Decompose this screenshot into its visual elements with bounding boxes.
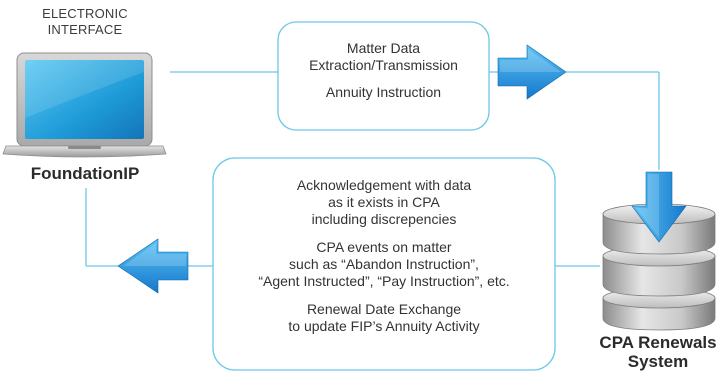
right-node-title-line1: CPA Renewals — [599, 333, 717, 352]
top-flow-box — [277, 21, 490, 131]
bottom-box-p2-line3: “Agent Instructed”, “Pay Instruction”, e… — [258, 273, 510, 289]
bottom-box-p2-line1: CPA events on matter — [316, 239, 452, 255]
top-box-line1: Matter Data — [346, 40, 421, 56]
bottom-box-p1-line1: Acknowledgement with data — [296, 177, 472, 193]
down-arrow-icon — [631, 171, 687, 243]
right-node-title-line2: System — [627, 352, 689, 371]
right-node-title: CPA Renewals System — [590, 333, 726, 371]
left-node-caption: ELECTRONIC INTERFACE — [0, 6, 170, 38]
bottom-box-paragraph-2: CPA events on matter such as “Abandon In… — [213, 239, 555, 290]
top-box-line2: Extraction/Transmission — [309, 57, 458, 73]
left-node-title: FoundationIP — [30, 164, 140, 183]
database-icon — [602, 203, 716, 331]
left-arrow-icon — [117, 238, 189, 294]
bottom-flow-box — [212, 157, 556, 371]
bottom-box-p2-line2: such as “Abandon Instruction”, — [289, 256, 479, 272]
bottom-box-p1-line2: as it exists in CPA — [328, 194, 440, 210]
bottom-box-p1-line3: including discrepencies — [311, 211, 457, 227]
bottom-box-paragraph-1: Acknowledgement with data as it exists i… — [213, 177, 555, 228]
left-node-caption-line1: ELECTRONIC — [42, 6, 128, 21]
bottom-box-p3-line2: to update FIP’s Annuity Activity — [288, 318, 480, 334]
left-node-caption-line2: INTERFACE — [47, 22, 123, 37]
right-arrow-icon — [497, 44, 567, 100]
top-box-text: Matter Data Extraction/Transmission Annu… — [278, 40, 489, 101]
bottom-box-paragraph-3: Renewal Date Exchange to update FIP’s An… — [213, 301, 555, 335]
bottom-box-p3-line1: Renewal Date Exchange — [306, 301, 462, 317]
bottom-box-text: Acknowledgement with data as it exists i… — [213, 177, 555, 335]
top-box-line3: Annuity Instruction — [325, 84, 442, 100]
laptop-icon — [2, 52, 167, 158]
